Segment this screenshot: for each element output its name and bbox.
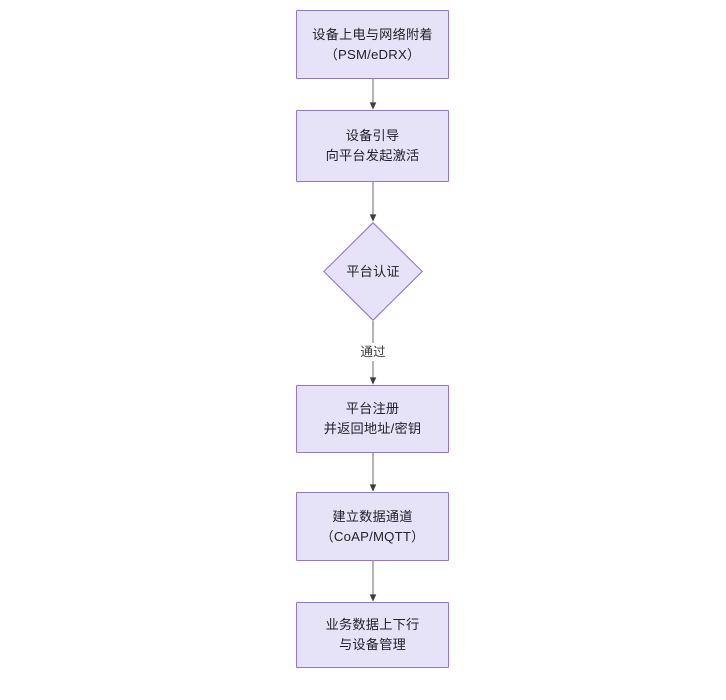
- node-bootstrap[interactable]: 设备引导向平台发起激活: [296, 110, 449, 182]
- node-platform-register-label: 平台注册并返回地址/密钥: [324, 399, 422, 439]
- node-platform-register[interactable]: 平台注册并返回地址/密钥: [296, 385, 449, 453]
- node-business-data[interactable]: 业务数据上下行与设备管理: [296, 602, 449, 668]
- node-platform-auth-label-wrap: 平台认证: [323, 222, 423, 321]
- node-bootstrap-label: 设备引导向平台发起激活: [326, 126, 420, 166]
- node-power-on[interactable]: 设备上电与网络附着 （PSM/eDRX）: [296, 10, 449, 79]
- node-platform-auth[interactable]: 平台认证: [323, 222, 423, 321]
- node-power-on-label: 设备上电与网络附着 （PSM/eDRX）: [312, 25, 433, 65]
- node-data-channel[interactable]: 建立数据通道 （CoAP/MQTT）: [296, 492, 449, 561]
- node-data-channel-label: 建立数据通道 （CoAP/MQTT）: [320, 507, 424, 547]
- edge-label-pass-text: 通过: [360, 345, 386, 359]
- node-platform-register-line2: 并返回地址/密钥: [323, 421, 422, 436]
- node-platform-register-line1: 平台注册: [345, 401, 400, 416]
- node-business-data-line2: 与设备管理: [339, 637, 406, 652]
- node-data-channel-line1: 建立数据通道: [332, 508, 413, 524]
- node-bootstrap-line2: 向平台发起激活: [325, 148, 420, 163]
- node-power-on-line2: （PSM/eDRX）: [324, 46, 421, 62]
- node-bootstrap-line1: 设备引导: [345, 128, 400, 143]
- node-power-on-line1: 设备上电与网络附着: [312, 26, 433, 42]
- node-business-data-label: 业务数据上下行与设备管理: [326, 615, 420, 655]
- node-platform-auth-label: 平台认证: [346, 263, 400, 279]
- decision-diamond-shape: [323, 222, 423, 321]
- edge-label-pass: 通过: [357, 343, 389, 361]
- node-data-channel-line2: （CoAP/MQTT）: [320, 528, 425, 544]
- node-business-data-line1: 业务数据上下行: [325, 617, 420, 632]
